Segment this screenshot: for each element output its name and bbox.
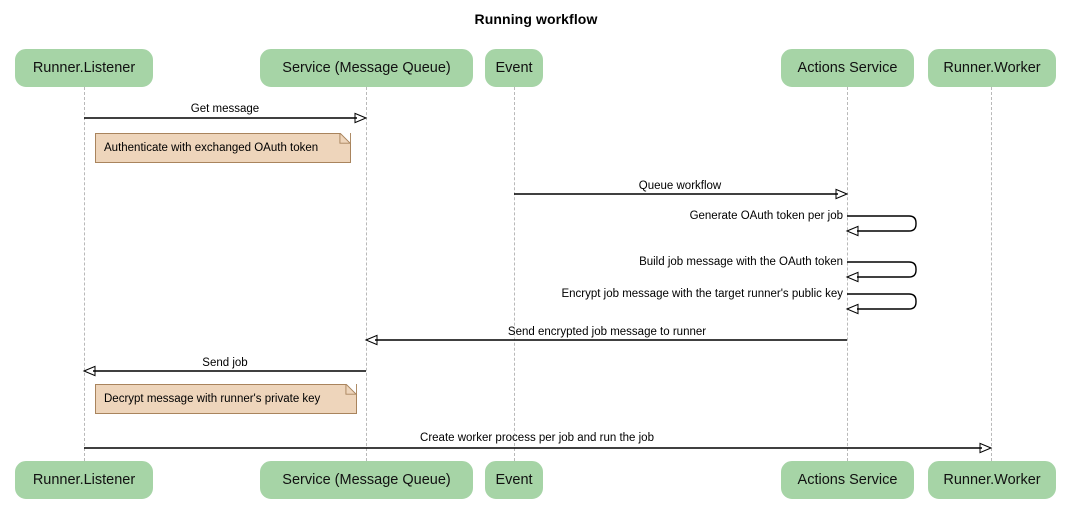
participant-actions-service-header[interactable]: Actions Service	[781, 49, 914, 87]
message-label-send-encrypted-job-message: Send encrypted job message to runner	[507, 326, 707, 338]
participant-runner-listener-footer[interactable]: Runner.Listener	[15, 461, 153, 499]
note-decrypt: Decrypt message with runner's private ke…	[95, 384, 357, 414]
lifeline-actions-service	[847, 87, 848, 461]
lifeline-event	[514, 87, 515, 461]
participant-service-mq-header[interactable]: Service (Message Queue)	[260, 49, 473, 87]
participant-runner-worker-footer[interactable]: Runner.Worker	[928, 461, 1056, 499]
participant-label: Runner.Listener	[32, 472, 136, 488]
message-label-queue-workflow: Queue workflow	[638, 180, 722, 192]
message-label-build-job-message: Build job message with the OAuth token	[639, 256, 843, 268]
arrowhead-queue-workflow	[835, 188, 849, 200]
self-loop-encrypt-job-message	[847, 293, 917, 310]
participant-event-footer[interactable]: Event	[485, 461, 543, 499]
arrowhead-build-job-message	[845, 271, 859, 283]
lifeline-service-mq	[366, 87, 367, 461]
participant-service-mq-footer[interactable]: Service (Message Queue)	[260, 461, 473, 499]
message-label-send-job: Send job	[202, 357, 248, 369]
lifeline-runner-worker	[991, 87, 992, 461]
arrowhead-get-message	[354, 112, 368, 124]
lifeline-runner-listener	[84, 87, 85, 461]
arrowhead-generate-oauth-token	[845, 225, 859, 237]
participant-label: Runner.Listener	[32, 60, 136, 76]
message-label-create-worker-process: Create worker process per job and run th…	[420, 432, 654, 444]
message-label-generate-oauth-token: Generate OAuth token per job	[689, 210, 843, 222]
participant-label: Runner.Worker	[943, 472, 1041, 488]
participant-label: Event	[495, 60, 533, 76]
participant-label: Service (Message Queue)	[282, 472, 451, 488]
participant-label: Event	[495, 472, 533, 488]
arrowhead-encrypt-job-message	[845, 303, 859, 315]
self-loop-generate-oauth-token	[847, 215, 917, 232]
participant-actions-service-footer[interactable]: Actions Service	[781, 461, 914, 499]
message-label-get-message: Get message	[190, 103, 260, 115]
participant-event-header[interactable]: Event	[485, 49, 543, 87]
note-fold-icon	[345, 384, 357, 395]
participant-label: Actions Service	[797, 472, 898, 488]
self-loop-build-job-message	[847, 261, 917, 278]
note-text: Decrypt message with runner's private ke…	[104, 393, 321, 405]
participant-label: Actions Service	[797, 60, 898, 76]
note-text: Authenticate with exchanged OAuth token	[104, 142, 319, 154]
note-fold-icon	[339, 133, 351, 144]
message-label-encrypt-job-message: Encrypt job message with the target runn…	[561, 288, 843, 300]
note-authenticate: Authenticate with exchanged OAuth token	[95, 133, 351, 163]
page-title: Running workflow	[474, 11, 598, 27]
arrowhead-send-encrypted-job-message	[364, 334, 378, 346]
arrowhead-send-job	[82, 365, 96, 377]
participant-runner-listener-header[interactable]: Runner.Listener	[15, 49, 153, 87]
arrowhead-create-worker-process	[979, 442, 993, 454]
participant-runner-worker-header[interactable]: Runner.Worker	[928, 49, 1056, 87]
participant-label: Runner.Worker	[943, 60, 1041, 76]
participant-label: Service (Message Queue)	[282, 60, 451, 76]
